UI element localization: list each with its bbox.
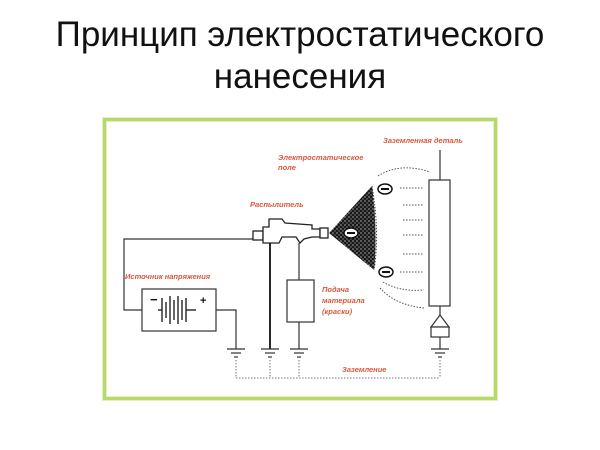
label-feed-line3: (краски)	[322, 307, 353, 316]
spray-cone-edge	[371, 185, 378, 271]
battery-box	[141, 288, 217, 332]
ground-bus	[235, 360, 441, 379]
battery-plus-sign: +	[200, 295, 206, 307]
battery-cells-icon	[158, 296, 196, 324]
label-field-line1: Электростатическое	[278, 153, 363, 162]
title-line-1: Принцип электростатического	[55, 15, 545, 54]
charged-particle	[343, 227, 359, 239]
ground-icon	[431, 348, 449, 358]
wire-sprayer-to-battery	[123, 238, 253, 311]
label-grounded-part: Заземленная деталь	[383, 136, 463, 145]
field-lines	[377, 167, 431, 309]
ground-icon	[261, 348, 279, 358]
paint-feed-box	[286, 279, 315, 323]
sprayer-gun-icon	[252, 218, 329, 245]
title-line-2: нанесения	[213, 57, 387, 96]
label-voltage-source: Источник напряжения	[125, 272, 211, 281]
label-feed-line2: материала	[322, 296, 365, 305]
label-field-line2: поле	[278, 163, 296, 172]
label-sprayer: Распылитель	[250, 200, 304, 209]
charged-particle	[377, 183, 393, 195]
slide-title: Принцип электростатического нанесения	[0, 14, 600, 98]
label-feed-line1: Подача	[322, 285, 349, 294]
wire-battery-to-ground	[216, 309, 237, 349]
ground-icon	[290, 348, 308, 358]
grounded-part	[428, 150, 451, 349]
charged-particle	[378, 266, 394, 278]
ground-icon	[227, 348, 245, 358]
voltage-source: − +	[141, 288, 217, 332]
battery-minus-sign: −	[150, 292, 158, 307]
label-grounding: Заземление	[342, 365, 386, 374]
